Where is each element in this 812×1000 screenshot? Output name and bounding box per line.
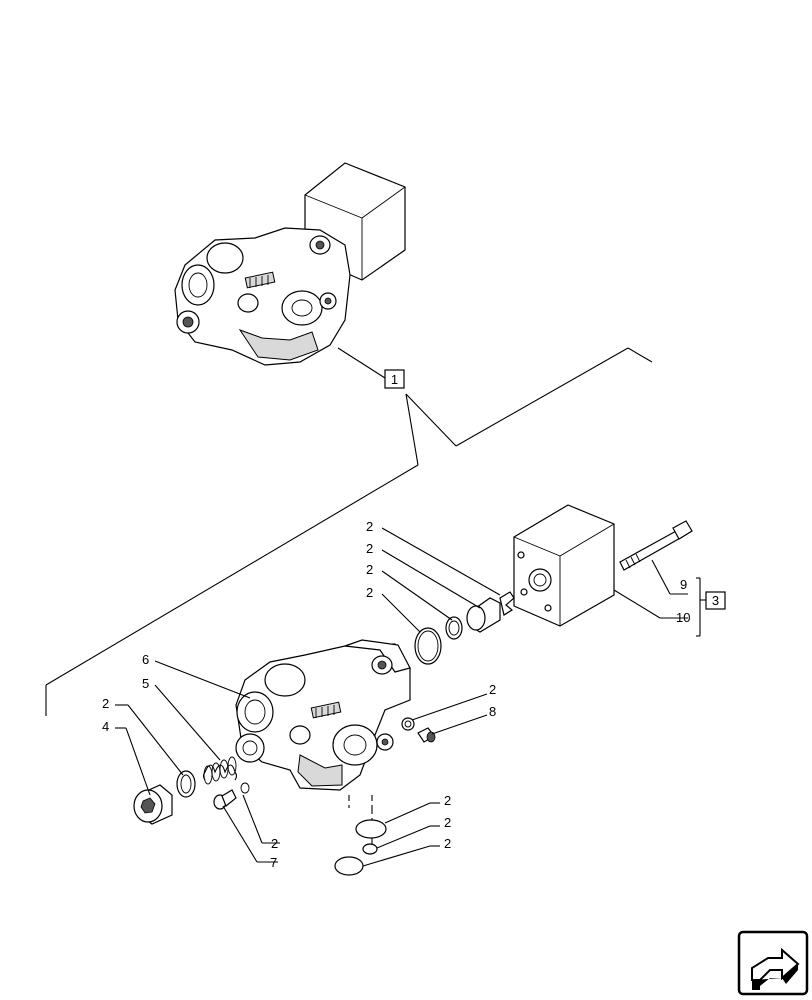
small-plug: [213, 782, 250, 810]
o-rings-upper: [414, 616, 463, 665]
label-7: 7: [270, 855, 277, 870]
label-4: 4: [102, 719, 109, 734]
valve-assembly-complete: [174, 162, 406, 366]
callout-1-leaders: [45, 347, 653, 716]
label-2: 2: [366, 585, 373, 600]
valve-body: [235, 639, 411, 791]
label-2: 2: [444, 815, 451, 830]
callout-box-1: 1: [384, 369, 405, 389]
plug-cap: [133, 784, 173, 825]
leader-lines: [115, 527, 706, 867]
callout-3-label: 3: [712, 593, 719, 608]
label-8: 8: [489, 704, 496, 719]
label-2: 2: [366, 541, 373, 556]
label-6: 6: [142, 652, 149, 667]
label-2: 2: [102, 696, 109, 711]
ring-seal: [176, 770, 196, 798]
label-10: 10: [676, 610, 690, 625]
fitting-plug: [401, 717, 436, 743]
callout-labels: 2 2 2 2 9 10 2 8 6 5 2 4 2 7 2 2 2: [102, 519, 690, 870]
bottom-o-rings: [334, 795, 387, 876]
next-page-arrow-icon[interactable]: [737, 930, 809, 996]
label-9: 9: [680, 577, 687, 592]
callout-1-label: 1: [391, 372, 398, 387]
valve-cartridge: [466, 591, 515, 633]
label-2: 2: [489, 682, 496, 697]
label-2: 2: [366, 519, 373, 534]
label-2: 2: [366, 562, 373, 577]
solenoid-block: [513, 504, 615, 627]
callout-box-3: 3: [705, 591, 726, 610]
bolt: [619, 520, 693, 571]
label-2: 2: [444, 836, 451, 851]
spring: [202, 756, 238, 785]
label-5: 5: [142, 676, 149, 691]
label-2: 2: [444, 793, 451, 808]
label-2: 2: [271, 836, 278, 851]
